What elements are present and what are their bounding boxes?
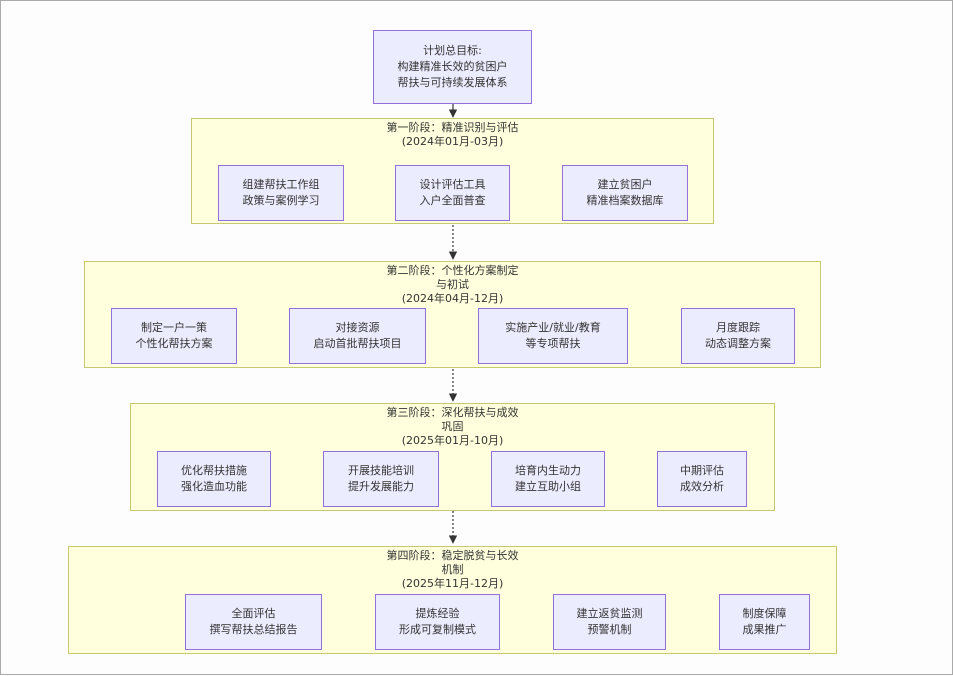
node-line1: 建立返贫监测 [576,607,643,620]
phase-1-title: 第一阶段：精准识别与评估 (2024年01月-03月) [386,121,519,148]
node-line1: 开展技能培训 [348,464,414,477]
node-line1: 制度保障 [742,607,787,620]
node-line1: 制定一户一策 [141,321,207,334]
phase-3-title: 第三阶段：深化帮扶与成效 巩固 (2025年01月-10月) [386,406,519,447]
phase-3-node-3[interactable]: 培育内生动力 建立互助小组 [491,451,605,507]
phase-1-node-2[interactable]: 设计评估工具 入户全面普查 [395,165,510,221]
phase-2-title: 第二阶段：个性化方案制定 与初试 (2024年04月-12月) [386,264,519,305]
node-line1: 设计评估工具 [419,178,486,191]
goal-line1: 计划总目标: [423,44,482,57]
node-line2: 强化造血功能 [181,480,247,493]
phase-3-node-1[interactable]: 优化帮扶措施 强化造血功能 [157,451,271,507]
phase-4-node-4[interactable]: 制度保障 成果推广 [719,594,810,650]
node-line2: 个性化帮扶方案 [135,337,213,350]
phase-3-node-4[interactable]: 中期评估 成效分析 [657,451,747,507]
node-line2: 政策与案例学习 [242,194,320,207]
node-line1: 培育内生动力 [515,464,581,477]
node-line1: 提炼经验 [415,607,460,620]
node-line1: 月度跟踪 [716,321,760,334]
node-line2: 预警机制 [587,623,632,636]
node-line2: 形成可复制模式 [399,623,476,636]
node-line1: 全面评估 [231,607,276,620]
phase-4-title: 第四阶段：稳定脱贫与长效 机制 (2025年11月-12月) [386,549,519,590]
phase-2-node-1[interactable]: 制定一户一策 个性化帮扶方案 [111,308,237,364]
phase-2-node-3[interactable]: 实施产业/就业/教育 等专项帮扶 [478,308,628,364]
node-line1: 中期评估 [680,464,724,477]
node-line2: 成果推广 [742,623,787,636]
node-line2: 建立互助小组 [515,480,581,493]
node-line2: 提升发展能力 [348,480,414,493]
phase-3-node-2[interactable]: 开展技能培训 提升发展能力 [323,451,439,507]
node-line2: 入户全面普查 [419,194,486,207]
node-line1: 实施产业/就业/教育 [505,321,601,334]
goal-node[interactable]: 计划总目标: 构建精准长效的贫困户 帮扶与可持续发展体系 [373,30,532,104]
node-line2: 启动首批帮扶项目 [313,337,402,350]
goal-line3: 帮扶与可持续发展体系 [397,76,508,89]
phase-1-node-1[interactable]: 组建帮扶工作组 政策与案例学习 [218,165,344,221]
node-line2: 精准档案数据库 [586,194,664,207]
node-line1: 组建帮扶工作组 [242,178,320,191]
phase-2-node-4[interactable]: 月度跟踪 动态调整方案 [681,308,795,364]
node-line1: 建立贫困户 [597,178,653,191]
phase-1-node-3[interactable]: 建立贫困户 精准档案数据库 [562,165,688,221]
node-line1: 优化帮扶措施 [181,464,247,477]
phase-2-node-2[interactable]: 对接资源 启动首批帮扶项目 [289,308,426,364]
goal-line2: 构建精准长效的贫困户 [397,60,508,73]
phase-4-node-3[interactable]: 建立返贫监测 预警机制 [553,594,666,650]
node-line2: 等专项帮扶 [525,337,581,350]
node-line2: 动态调整方案 [705,337,771,350]
phase-4-node-2[interactable]: 提炼经验 形成可复制模式 [375,594,500,650]
node-line2: 成效分析 [680,480,724,493]
node-line2: 撰写帮扶总结报告 [209,623,298,636]
phase-4-node-1[interactable]: 全面评估 撰写帮扶总结报告 [185,594,322,650]
node-line1: 对接资源 [335,321,380,334]
